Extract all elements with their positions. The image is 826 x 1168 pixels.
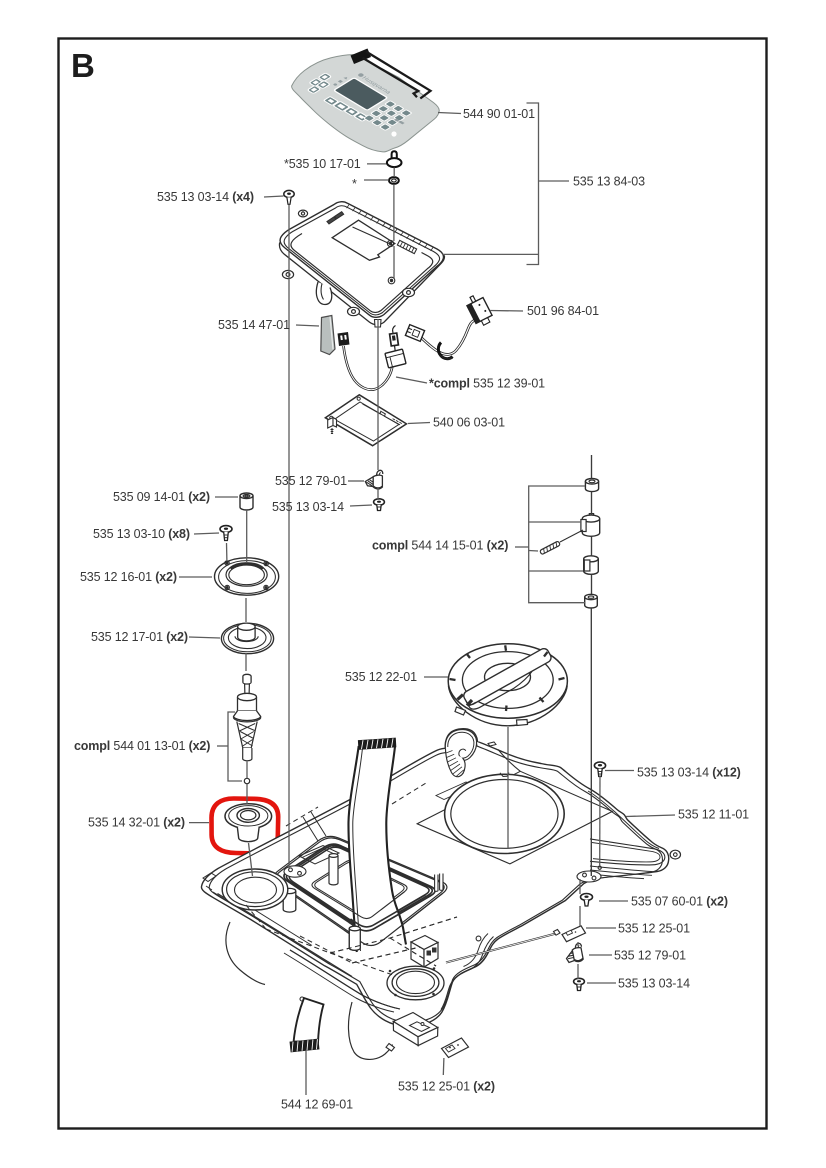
- svg-text:544 12 69-01: 544 12 69-01: [281, 1098, 353, 1112]
- svg-text:535 12 11-01: 535 12 11-01: [678, 808, 749, 822]
- svg-text:B: B: [71, 47, 95, 84]
- svg-text:535 09 14-01 (x2): 535 09 14-01 (x2): [113, 490, 210, 504]
- svg-text:535 07 60-01 (x2): 535 07 60-01 (x2): [631, 895, 728, 909]
- svg-text:535 12 22-01: 535 12 22-01: [345, 670, 417, 684]
- svg-text:535 13 84-03: 535 13 84-03: [573, 175, 645, 189]
- svg-text:540 06 03-01: 540 06 03-01: [433, 416, 505, 430]
- svg-text:*535 10 17-01: *535 10 17-01: [284, 157, 361, 171]
- svg-text:535 12 25-01 (x2): 535 12 25-01 (x2): [398, 1080, 495, 1094]
- svg-text:501 96 84-01: 501 96 84-01: [527, 304, 599, 318]
- svg-text:535 12 79-01: 535 12 79-01: [275, 474, 347, 488]
- svg-text:535 13 03-14 (x12): 535 13 03-14 (x12): [637, 766, 741, 780]
- svg-text:535 14 32-01 (x2): 535 14 32-01 (x2): [88, 816, 185, 830]
- svg-text:535 13 03-10 (x8): 535 13 03-10 (x8): [93, 527, 190, 541]
- svg-text:compl 544 01 13-01 (x2): compl 544 01 13-01 (x2): [74, 739, 210, 753]
- svg-text:compl 544 14 15-01 (x2): compl 544 14 15-01 (x2): [372, 539, 508, 553]
- svg-text:*compl 535 12 39-01: *compl 535 12 39-01: [429, 377, 545, 391]
- svg-text:535 12 25-01: 535 12 25-01: [618, 922, 690, 936]
- svg-text:535 13 03-14: 535 13 03-14: [272, 500, 344, 514]
- svg-text:535 13 03-14: 535 13 03-14: [618, 977, 690, 991]
- svg-text:535 14 47-01: 535 14 47-01: [218, 318, 290, 332]
- svg-text:544 90 01-01: 544 90 01-01: [463, 107, 535, 121]
- svg-text:535 12 79-01: 535 12 79-01: [614, 949, 686, 963]
- svg-text:535 12 17-01 (x2): 535 12 17-01 (x2): [91, 630, 188, 644]
- svg-text:535 12 16-01 (x2): 535 12 16-01 (x2): [80, 570, 177, 584]
- svg-text:*: *: [352, 177, 357, 191]
- svg-text:535 13 03-14 (x4): 535 13 03-14 (x4): [157, 190, 254, 204]
